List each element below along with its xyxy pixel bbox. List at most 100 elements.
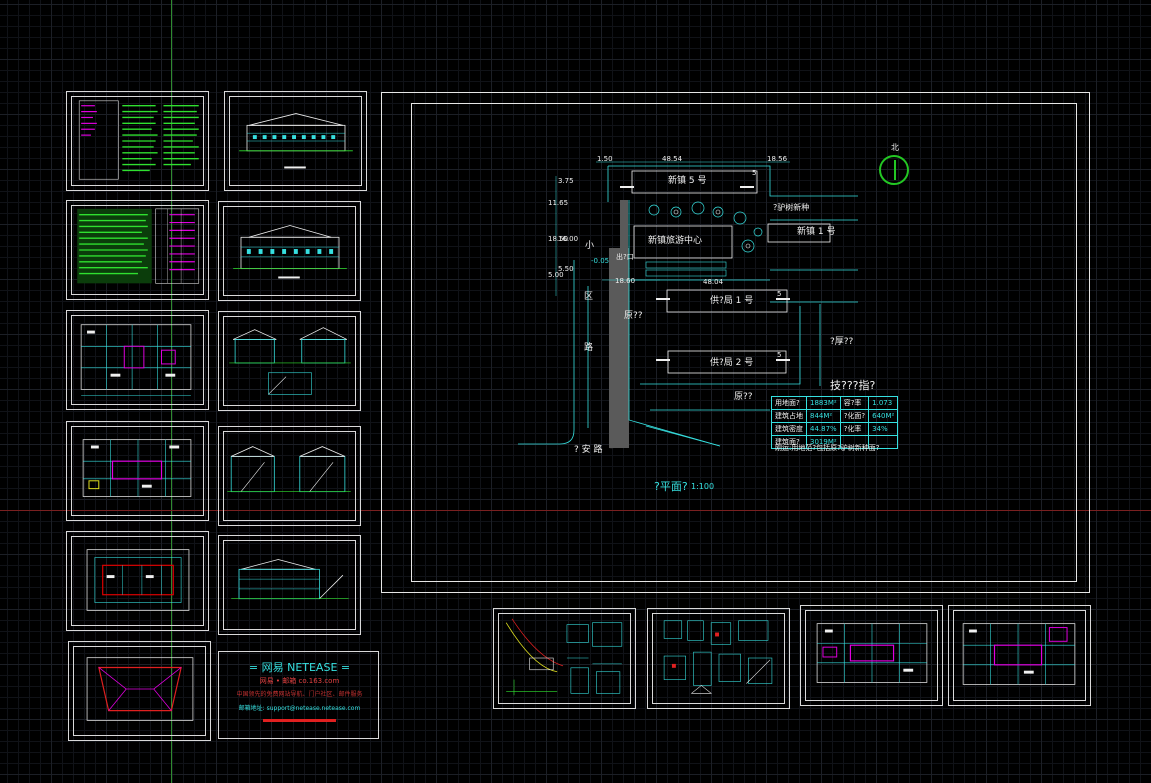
netease-red-bar <box>263 719 336 722</box>
netease-slogan: 中国领先的免费网站导航、门户社区、邮件服务 <box>236 691 363 698</box>
sheet-elevation-1-drawing <box>239 113 353 169</box>
stats-key: 建筑密度 <box>771 422 807 436</box>
bldg-supply-1-label: 供?局 1 号 <box>710 296 754 306</box>
stats-note: 刚运:用地范?包括原?驴树新种面? <box>775 444 880 452</box>
dim-left-3: 18.50 <box>548 235 569 243</box>
stats-title: 技???指? <box>830 379 876 392</box>
netease-credit-box: = 网易 NETEASE = 网易 • 邮箱 co.163.com 中国领先的免… <box>218 651 379 739</box>
sheet-floor-plan-4-drawing <box>962 623 1076 685</box>
stats-key: ?化率 <box>839 422 870 436</box>
sheet-roof-plan-2[interactable] <box>68 641 211 741</box>
tag-bldg-supply-1: 5 <box>777 290 782 298</box>
dim-left-2: 3.75 <box>558 177 574 185</box>
north-label: 北 <box>891 143 899 152</box>
sheet-detail-2[interactable] <box>647 608 790 709</box>
crosshair-horizontal <box>0 510 1151 511</box>
tag-bldg-supply-2: 5 <box>777 351 782 359</box>
sheet-floor-plan-1[interactable] <box>66 310 209 410</box>
bldg-1-label: 新镇 1 号 <box>797 227 836 237</box>
netease-contact: 邮箱地址: support@netease.netease.com <box>238 705 361 712</box>
stats-key: 建筑占地 <box>771 409 807 423</box>
stats-key: 容?率 <box>839 396 870 410</box>
sheet-notes-2-drawing <box>77 208 200 284</box>
dim-left-1: 11.65 <box>548 199 569 207</box>
sheet-side-elevations-drawing <box>229 327 351 395</box>
elevation-label: -0.05 <box>591 257 610 265</box>
bldg-tourist-center <box>633 225 733 259</box>
sheet-detail-2-drawing <box>663 620 773 694</box>
tree-area-label: ?驴树新种 <box>773 203 810 212</box>
bldg-tourist-center-label: 新镇旅游中心 <box>648 236 703 246</box>
stats-key: 建筑面? <box>771 435 807 449</box>
sheet-roof-plan-1[interactable] <box>66 531 209 631</box>
sheet-notes-2[interactable] <box>66 200 209 300</box>
netease-subtitle: 网易 • 邮箱 co.163.com <box>259 677 340 685</box>
crosshair-vertical <box>171 0 172 783</box>
stats-value <box>868 435 899 449</box>
site-plan-sheet-inner <box>411 103 1077 582</box>
sheet-sections[interactable] <box>218 426 361 526</box>
table-row: 建筑密度 44.87% ?化率 34% <box>771 422 899 436</box>
bldg-supply-2 <box>667 350 787 374</box>
sheet-notes-1-drawing <box>78 100 199 180</box>
site-plan-scale: 1:100 <box>691 482 715 491</box>
sheet-floor-plan-1-drawing <box>80 324 192 396</box>
sheet-detail-1-drawing <box>505 618 623 696</box>
bldg-5-label: 新镇 5 号 <box>668 176 707 186</box>
area-b-label: ?厚?? <box>830 337 854 347</box>
bldg-5 <box>631 170 758 194</box>
sheet-floor-plan-4[interactable] <box>948 605 1091 706</box>
road-label-1: 小 <box>585 241 595 251</box>
bldg-supply-2-label: 供?局 2 号 <box>710 358 754 368</box>
dim-top-3: 18.56 <box>767 155 788 163</box>
sheet-roof-plan-1-drawing <box>86 549 190 611</box>
dim-top-2: 48.54 <box>662 155 683 163</box>
road-label-3: 路 <box>584 343 594 353</box>
sheet-elevation-2[interactable] <box>218 201 361 301</box>
stats-key <box>839 435 870 449</box>
site-plan-caption: ?平面? <box>654 480 688 493</box>
stats-value: 640M² <box>868 409 899 423</box>
table-row: 用地面? 1883M² 容?率 1.073 <box>771 396 899 410</box>
sheet-elevation-1[interactable] <box>224 91 367 191</box>
sheet-detail-1[interactable] <box>493 608 636 709</box>
stats-table: 用地面? 1883M² 容?率 1.073 建筑占地 844M² ?化面? 64… <box>771 396 899 449</box>
dim-left-4: 16.00 <box>558 235 579 243</box>
dim-mid-1: 18.60 <box>615 277 636 285</box>
sheet-notes-1[interactable] <box>66 91 209 191</box>
stats-value: 844M² <box>806 409 841 423</box>
table-row: 建筑面? 3019M² <box>771 435 899 449</box>
walkway-hatch <box>609 248 629 448</box>
stats-key: ?化面? <box>839 409 870 423</box>
sheet-section-elevation[interactable] <box>218 535 361 635</box>
tag-bldg-5: 5 <box>752 169 757 177</box>
stats-value: 44.87% <box>806 422 841 436</box>
dim-mid-2: 48.04 <box>703 278 724 286</box>
dim-left-5: 5.00 <box>548 271 564 279</box>
dim-top-1: 1.50 <box>597 155 613 163</box>
sheet-side-elevations[interactable] <box>218 311 361 411</box>
sheet-elevation-2-drawing <box>233 225 347 279</box>
bottom-road-label: ? 安 路 <box>574 445 603 455</box>
bldg-1 <box>767 223 831 243</box>
area-a-label: 原?? <box>624 311 643 321</box>
stats-key: 用地面? <box>771 396 807 410</box>
sheet-section-elevation-drawing <box>231 559 349 600</box>
netease-title: = 网易 NETEASE = <box>248 661 351 674</box>
north-arrow-icon <box>879 155 909 185</box>
area-c-label: 原?? <box>734 392 753 402</box>
site-plan-sheet-outer[interactable] <box>381 92 1090 593</box>
road-label-2: 区 <box>584 292 594 302</box>
sheet-roof-plan-2-drawing <box>86 657 194 721</box>
sheet-floor-plan-2[interactable] <box>66 421 209 521</box>
sheet-sections-drawing <box>227 446 351 493</box>
sheet-floor-plan-2-drawing <box>82 439 192 497</box>
sheet-floor-plan-3[interactable] <box>800 605 943 706</box>
sheet-floor-plan-3-drawing <box>816 623 928 683</box>
entrance-label: 出?口 <box>616 253 634 261</box>
stats-value: 1.073 <box>868 396 899 410</box>
table-row: 建筑占地 844M² ?化面? 640M² <box>771 409 899 423</box>
dim-left-6: 5.50 <box>558 265 574 273</box>
